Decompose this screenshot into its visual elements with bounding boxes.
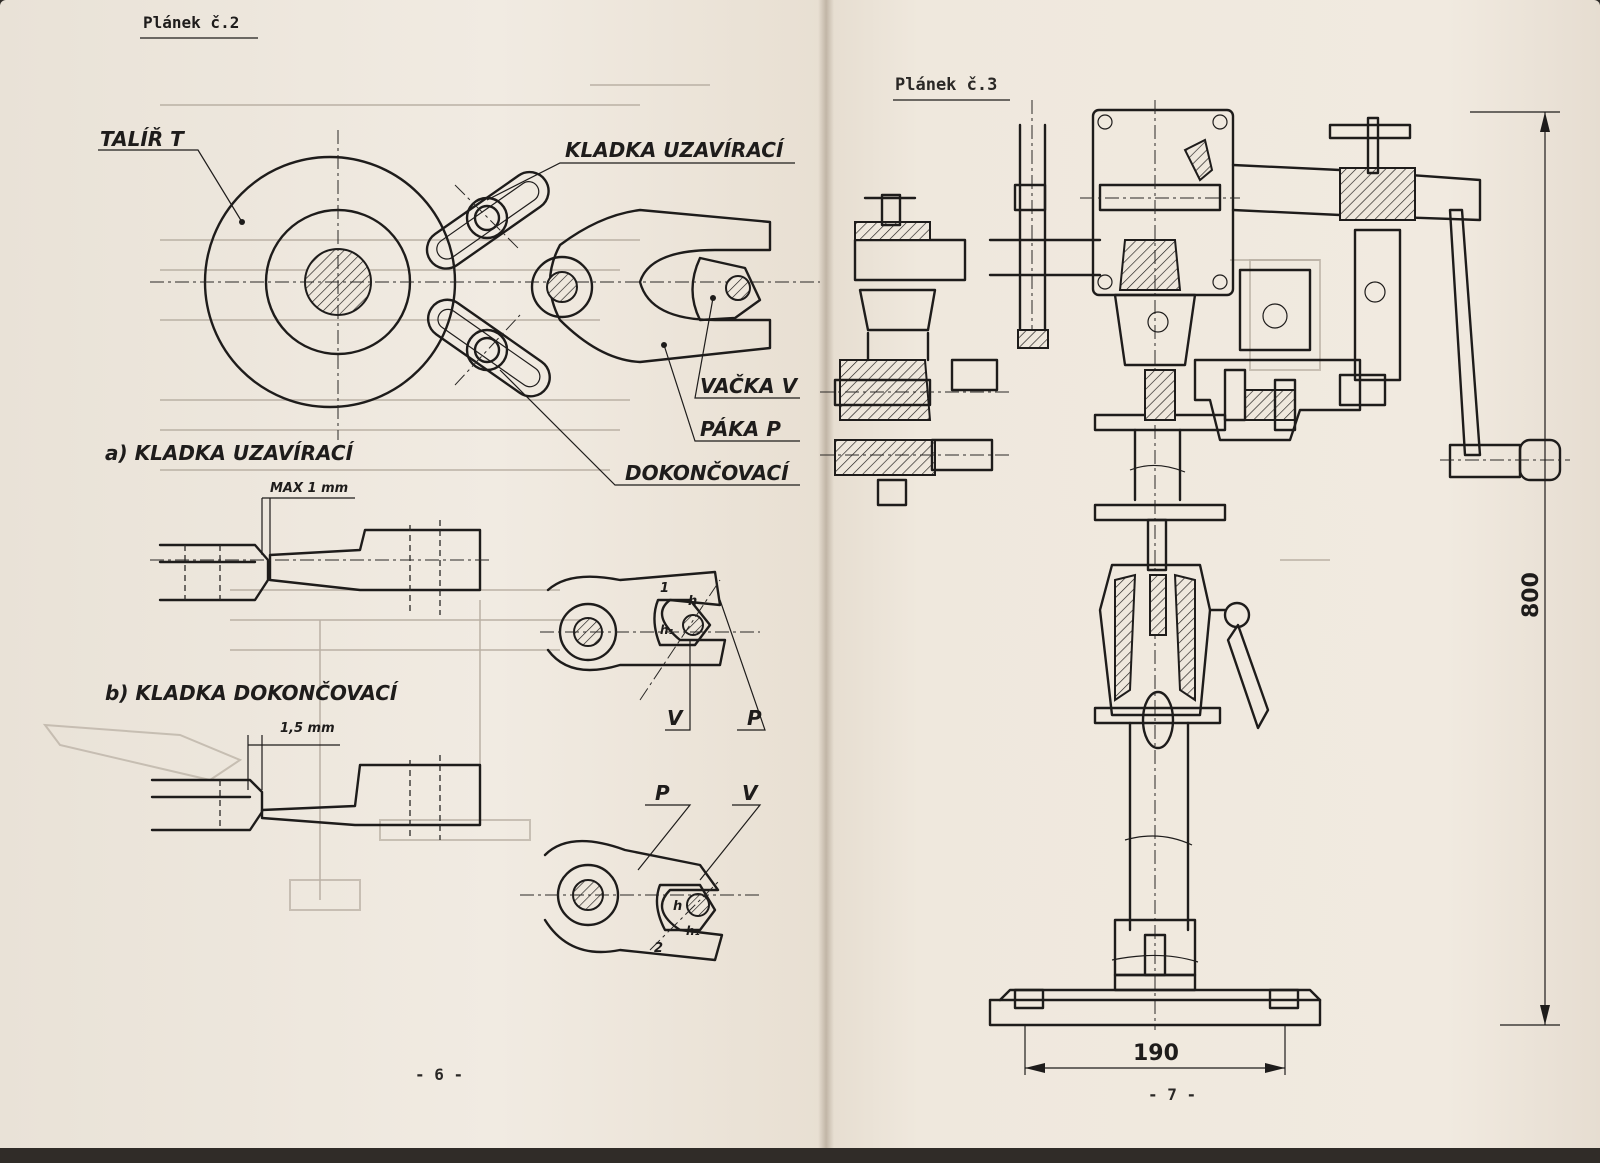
crank-arm (1231, 116, 1570, 482)
section-a-cam-view: 1 h h₁ V P (540, 570, 766, 731)
section-b-mark-h: h (673, 899, 682, 914)
left-header: Plánek č.2 (143, 13, 239, 32)
section-b-cam-view: P V h h₁ 2 (520, 781, 762, 962)
dimension-height: 800 (1470, 111, 1560, 1026)
finishing-roller-slot (426, 298, 551, 398)
section-a-mark-V: V (667, 706, 684, 730)
right-page-drawing: Plánek č.3 (820, 75, 1570, 1104)
section-a-gap-note: MAX 1 mm (270, 481, 348, 496)
section-b-side-view (150, 755, 482, 840)
show-through-ghost (42, 84, 1330, 911)
section-a-side-view (150, 520, 490, 615)
label-finishing: DOKONČOVACÍ (625, 461, 790, 485)
section-b-gap-note: 1,5 mm (280, 721, 335, 736)
section-a-mark-h1: h₁ (660, 623, 674, 637)
lever-fork (548, 208, 772, 364)
section-a-mark-h: h (688, 594, 697, 609)
section-b-mark-V: V (742, 781, 759, 805)
label-closing-roller: KLADKA UZAVÍRACÍ (565, 138, 785, 162)
left-page-number: - 6 - (415, 1065, 463, 1084)
column-body (988, 268, 1387, 1027)
book-gutter (818, 0, 834, 1163)
right-page (826, 0, 1600, 1163)
label-plate: TALÍŘ T (100, 127, 185, 151)
section-b-title: b) KLADKA DOKONČOVACÍ (105, 681, 399, 705)
section-b-mark-h1: h₁ (686, 924, 700, 938)
section-a-mark-1: 1 (660, 581, 669, 596)
section-b-mark-P: P (655, 781, 670, 805)
right-header: Plánek č.3 (895, 75, 997, 95)
scan-edge (0, 1148, 1600, 1163)
closing-roller-slot-top (425, 170, 550, 270)
left-page-drawing: Plánek č.2 TALÍŘ T KLADKA UZAVÍRACÍ VAČK… (98, 13, 820, 1084)
right-page-number: - 7 - (1148, 1085, 1196, 1104)
dimension-width: 190 (1024, 1025, 1286, 1075)
side-clamp-assembly (820, 100, 1102, 507)
section-a-title: a) KLADKA UZAVÍRACÍ (105, 441, 355, 465)
dimension-width-value: 190 (1133, 1041, 1179, 1066)
dimension-height-value: 800 (1519, 572, 1544, 618)
label-cam: VAČKA V (700, 374, 799, 398)
label-lever: PÁKA P (700, 417, 781, 441)
section-a-mark-P: P (747, 706, 762, 730)
section-b-mark-2: 2 (654, 941, 663, 956)
left-page (0, 0, 826, 1163)
